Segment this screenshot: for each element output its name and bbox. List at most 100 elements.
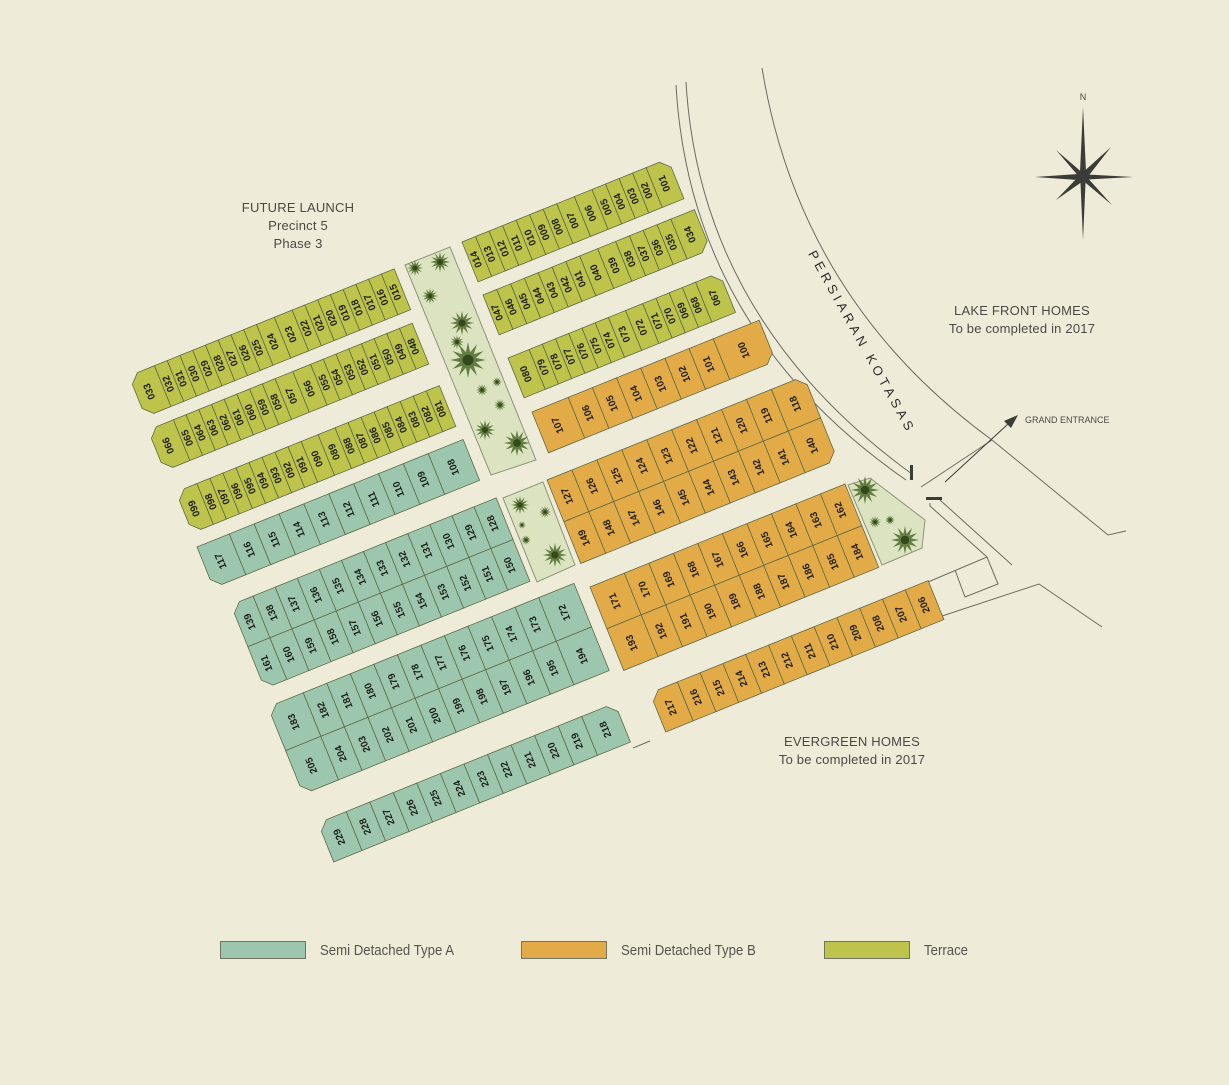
lot[interactable]: 217 — [650, 681, 694, 733]
lot[interactable]: 038 — [615, 235, 647, 282]
lot[interactable]: 137 — [274, 577, 315, 630]
lot[interactable]: 039 — [597, 240, 633, 290]
lot[interactable]: 078 — [541, 338, 573, 385]
lot[interactable]: 129 — [451, 506, 492, 558]
lot[interactable]: 056 — [292, 363, 328, 413]
lot[interactable]: 213 — [745, 644, 785, 694]
lot[interactable]: 080 — [507, 348, 546, 399]
lot[interactable]: 108 — [427, 438, 481, 495]
lot[interactable]: 140 — [787, 417, 837, 474]
lot[interactable]: 055 — [310, 358, 341, 406]
lot[interactable]: 074 — [594, 316, 626, 364]
lot[interactable]: 185 — [812, 535, 855, 588]
lot[interactable]: 010 — [515, 214, 547, 261]
lot[interactable]: 048 — [399, 322, 430, 370]
lot[interactable]: 047 — [482, 288, 514, 336]
lot[interactable]: 011 — [502, 219, 533, 266]
lot[interactable]: 001 — [645, 159, 685, 208]
lot[interactable]: 183 — [268, 692, 322, 752]
lot[interactable]: 093 — [261, 451, 293, 499]
lot[interactable]: 227 — [369, 792, 410, 842]
lot[interactable]: 054 — [322, 353, 354, 401]
lot[interactable]: 163 — [795, 493, 838, 547]
lot[interactable]: 072 — [625, 303, 660, 351]
lot[interactable]: 188 — [738, 564, 782, 618]
lot[interactable]: 161 — [247, 637, 288, 689]
lot[interactable]: 220 — [534, 725, 575, 775]
lot[interactable]: 204 — [320, 726, 363, 781]
lot[interactable]: 191 — [665, 594, 708, 648]
lot[interactable]: 027 — [217, 334, 248, 382]
lot[interactable]: 152 — [446, 556, 487, 609]
lot[interactable]: 225 — [416, 773, 457, 823]
lot[interactable]: 184 — [836, 525, 880, 578]
lot[interactable]: 147 — [613, 490, 657, 544]
lot[interactable]: 023 — [273, 309, 310, 359]
lot[interactable]: 138 — [252, 586, 293, 639]
lot[interactable]: 071 — [642, 297, 673, 344]
lot[interactable]: 166 — [721, 523, 765, 576]
lot[interactable]: 205 — [285, 735, 340, 794]
lot[interactable]: 043 — [537, 266, 569, 314]
lot[interactable]: 007 — [556, 196, 592, 245]
lot[interactable]: 012 — [488, 225, 520, 272]
lot[interactable]: 073 — [607, 309, 643, 358]
lot[interactable]: 085 — [373, 406, 405, 454]
lot[interactable]: 150 — [490, 539, 531, 591]
lot[interactable]: 051 — [360, 338, 392, 386]
lot[interactable]: 066 — [148, 419, 191, 471]
lot[interactable]: 086 — [360, 411, 392, 459]
lot[interactable]: 081 — [425, 385, 457, 433]
lot[interactable]: 084 — [386, 400, 418, 448]
lot[interactable]: 015 — [380, 268, 412, 316]
lot[interactable]: 192 — [640, 604, 684, 658]
lot[interactable]: 067 — [695, 273, 737, 323]
lot[interactable]: 134 — [340, 550, 381, 603]
lot[interactable]: 215 — [699, 663, 740, 713]
lot[interactable]: 020 — [317, 294, 348, 342]
lot[interactable]: 037 — [628, 229, 660, 277]
lot[interactable]: 139 — [231, 595, 271, 648]
lot[interactable]: 100 — [712, 319, 775, 381]
lot[interactable]: 091 — [287, 440, 319, 489]
lot[interactable]: 125 — [596, 449, 640, 503]
lot[interactable]: 143 — [712, 450, 756, 504]
lot[interactable]: 035 — [656, 218, 688, 266]
lot[interactable]: 057 — [274, 370, 310, 420]
lot[interactable]: 087 — [347, 416, 379, 464]
lot[interactable]: 090 — [300, 434, 336, 483]
lot[interactable]: 116 — [228, 523, 272, 576]
lot[interactable]: 079 — [528, 343, 559, 390]
lot[interactable]: 118 — [770, 376, 822, 432]
lot[interactable]: 128 — [473, 497, 514, 550]
lot[interactable]: 069 — [668, 287, 700, 334]
lot[interactable]: 123 — [646, 429, 690, 482]
lot[interactable]: 194 — [555, 626, 610, 686]
lot[interactable]: 005 — [591, 183, 623, 230]
lot[interactable]: 173 — [514, 597, 557, 652]
lot[interactable]: 149 — [563, 511, 607, 564]
lot[interactable]: 058 — [261, 378, 293, 426]
lot[interactable]: 117 — [196, 533, 247, 588]
lot[interactable]: 104 — [616, 367, 658, 420]
lot[interactable]: 002 — [632, 167, 663, 214]
lot[interactable]: 135 — [318, 559, 359, 612]
lot[interactable]: 216 — [676, 672, 717, 722]
lot[interactable]: 030 — [179, 349, 210, 397]
lot[interactable]: 180 — [349, 663, 393, 718]
lot[interactable]: 199 — [438, 678, 481, 733]
lot[interactable]: 040 — [579, 248, 615, 297]
lot[interactable]: 203 — [343, 716, 387, 771]
lot[interactable]: 070 — [655, 292, 686, 339]
lot[interactable]: 076 — [568, 327, 599, 374]
lot[interactable]: 042 — [551, 260, 583, 308]
lot[interactable]: 221 — [510, 734, 551, 785]
lot[interactable]: 065 — [172, 414, 204, 462]
lot[interactable]: 119 — [745, 388, 789, 442]
lot[interactable]: 154 — [402, 574, 443, 627]
lot[interactable]: 096 — [222, 467, 253, 515]
lot[interactable]: 088 — [334, 421, 366, 470]
lot[interactable]: 172 — [538, 582, 593, 642]
lot[interactable]: 041 — [565, 255, 597, 302]
lot[interactable]: 009 — [529, 208, 560, 256]
